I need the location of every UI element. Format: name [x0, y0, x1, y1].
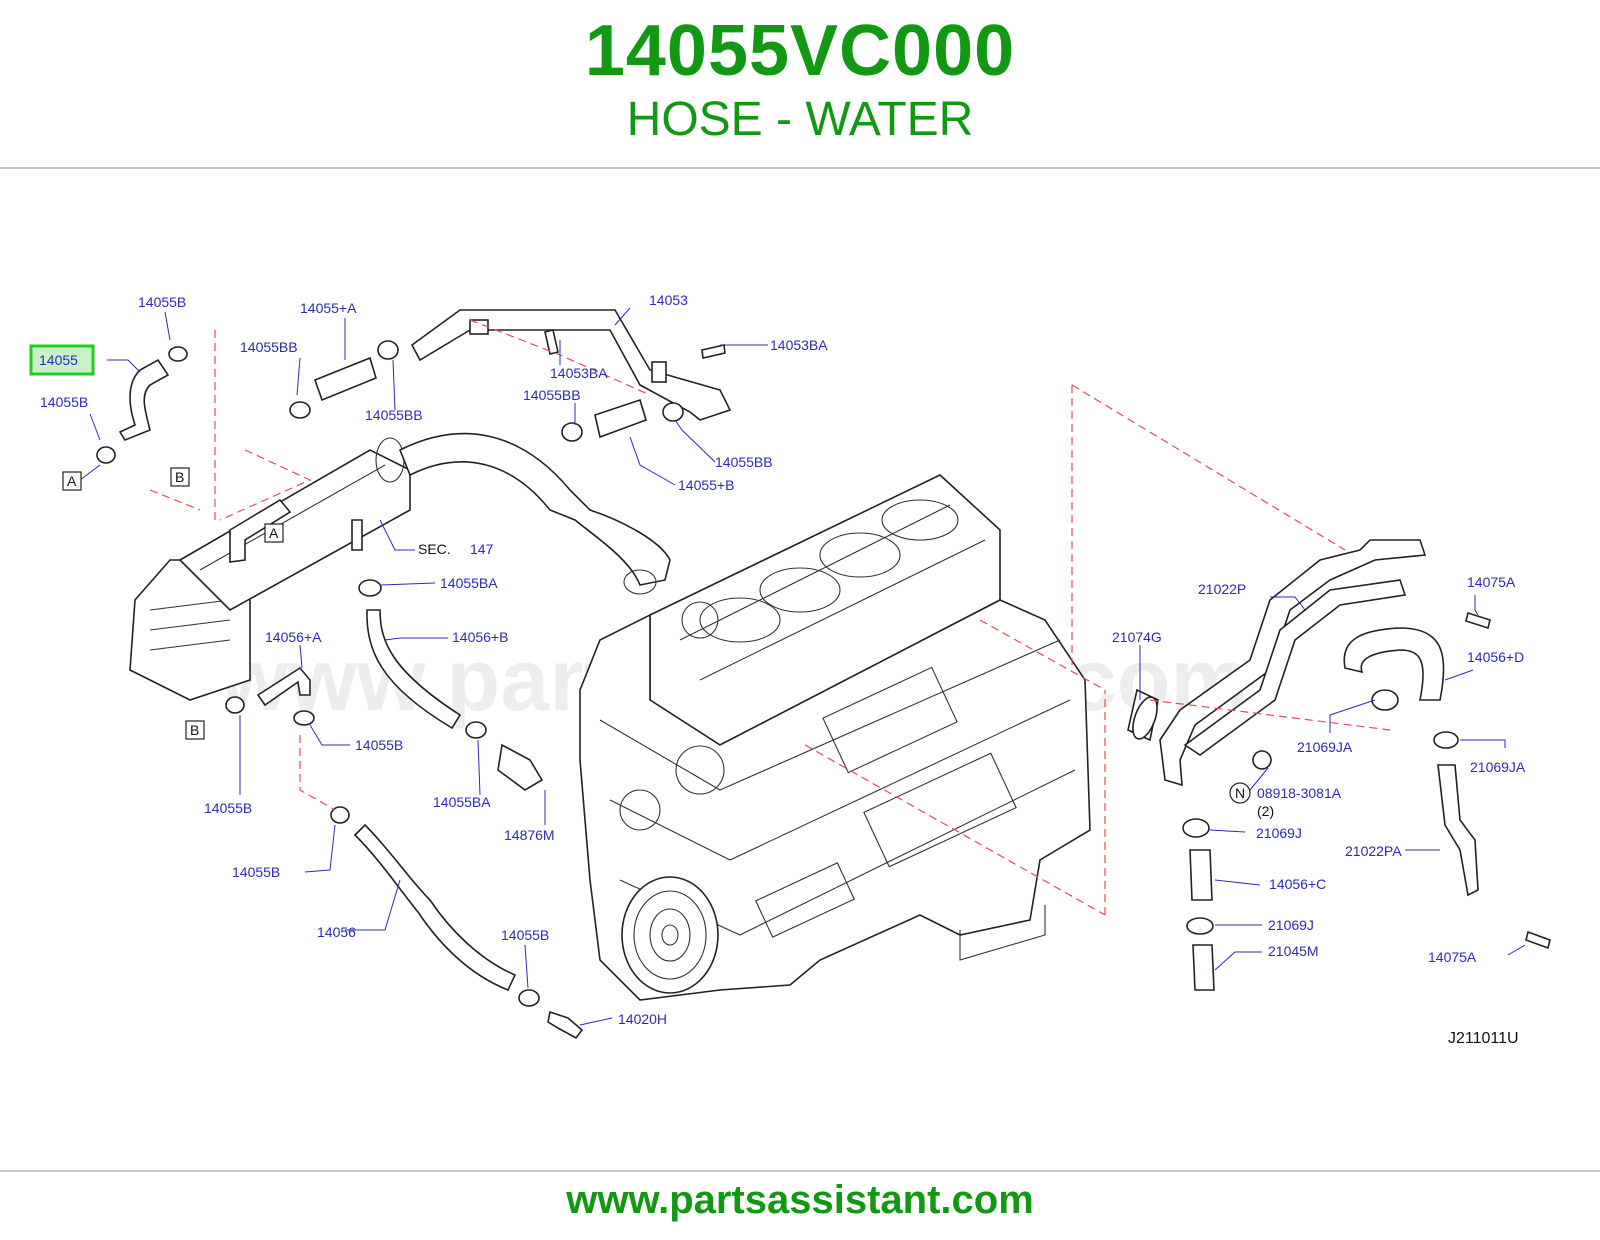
callout-14056plusD[interactable]: 14056+D	[1467, 649, 1524, 665]
callout-14053BA-2[interactable]: 14053BA	[770, 337, 828, 353]
highlight-box-14055	[29, 344, 95, 376]
water-pipe-14053-illustration	[410, 309, 732, 421]
callout-14056plusB[interactable]: 14056+B	[452, 629, 508, 645]
callout-14055BA-2[interactable]: 14055BA	[433, 794, 491, 810]
callout-n-circle	[1229, 782, 1251, 804]
callout-14055B-left[interactable]: 14055B	[40, 394, 88, 410]
hoses-and-clamps-illustration	[96, 340, 684, 1040]
callout-21069J-2[interactable]: 21069J	[1268, 917, 1314, 933]
callout-08918-qty: (2)	[1257, 803, 1274, 819]
callout-14055B-end[interactable]: 14055B	[501, 927, 549, 943]
callout-n-letter: N	[1235, 785, 1245, 801]
section-ref-number[interactable]: 147	[470, 541, 494, 557]
footer-divider	[0, 1170, 1600, 1172]
diagram-code: J211011U	[1448, 1030, 1519, 1047]
callout-14055B-mid[interactable]: 14055B	[355, 737, 403, 753]
right-pipes-illustration	[544, 329, 1551, 991]
callout-21022PA[interactable]: 21022PA	[1345, 843, 1402, 859]
callout-21045M[interactable]: 21045M	[1268, 943, 1319, 959]
callout-21074G[interactable]: 21074G	[1112, 629, 1162, 645]
svg-text:B: B	[175, 469, 184, 485]
callout-21069J-1[interactable]: 21069J	[1256, 825, 1302, 841]
callout-21022P[interactable]: 21022P	[1198, 581, 1246, 597]
engine-block-illustration	[579, 474, 1091, 1001]
callout-14020H[interactable]: 14020H	[618, 1011, 667, 1027]
callout-14056[interactable]: 14056	[317, 924, 356, 940]
alignment-dashes	[149, 319, 1391, 916]
ref-box-A-1: A	[62, 471, 82, 491]
callout-08918-3081A[interactable]: 08918-3081A	[1257, 785, 1342, 801]
callout-14055plusB[interactable]: 14055+B	[678, 477, 734, 493]
callout-14055plusA[interactable]: 14055+A	[300, 300, 357, 316]
callout-14055BB-3[interactable]: 14055BB	[523, 387, 581, 403]
callout-14055B-bot[interactable]: 14055B	[232, 864, 280, 880]
callout-14055BB-4[interactable]: 14055BB	[715, 454, 773, 470]
callout-14055B-top[interactable]: 14055B	[138, 294, 186, 310]
section-ref-label: SEC.	[418, 541, 451, 557]
callout-14075A-2[interactable]: 14075A	[1428, 949, 1477, 965]
callout-14056plusC[interactable]: 14056+C	[1269, 876, 1326, 892]
callout-14055B-low[interactable]: 14055B	[204, 800, 252, 816]
svg-text:A: A	[67, 473, 77, 489]
callout-14075A-1[interactable]: 14075A	[1467, 574, 1516, 590]
callout-21069JA-2[interactable]: 21069JA	[1470, 759, 1526, 775]
callout-14056plusA[interactable]: 14056+A	[265, 629, 322, 645]
leader-lines	[79, 307, 1526, 1026]
svg-text:A: A	[269, 525, 279, 541]
callout-14053BA-1[interactable]: 14053BA	[550, 365, 608, 381]
part-name-subtitle: HOSE - WATER	[626, 93, 974, 146]
callout-14876M[interactable]: 14876M	[504, 827, 555, 843]
ref-box-B-1: B	[170, 467, 190, 487]
callout-14053[interactable]: 14053	[649, 292, 688, 308]
callout-21069JA-1[interactable]: 21069JA	[1297, 739, 1353, 755]
part-number-title: 14055VC000	[584, 11, 1016, 91]
header-divider	[0, 167, 1600, 169]
callout-14055BA-1[interactable]: 14055BA	[440, 575, 498, 591]
callout-14055BB-2[interactable]: 14055BB	[365, 407, 423, 423]
footer-website-link[interactable]: www.partsassistant.com	[566, 1178, 1034, 1222]
callout-14055BB-1[interactable]: 14055BB	[240, 339, 298, 355]
svg-text:B: B	[190, 722, 199, 738]
ref-box-A-2: A	[264, 523, 284, 543]
ref-box-B-2: B	[185, 720, 205, 740]
callout-14055[interactable]: 14055	[39, 352, 78, 368]
egr-cooler-illustration	[129, 432, 671, 701]
